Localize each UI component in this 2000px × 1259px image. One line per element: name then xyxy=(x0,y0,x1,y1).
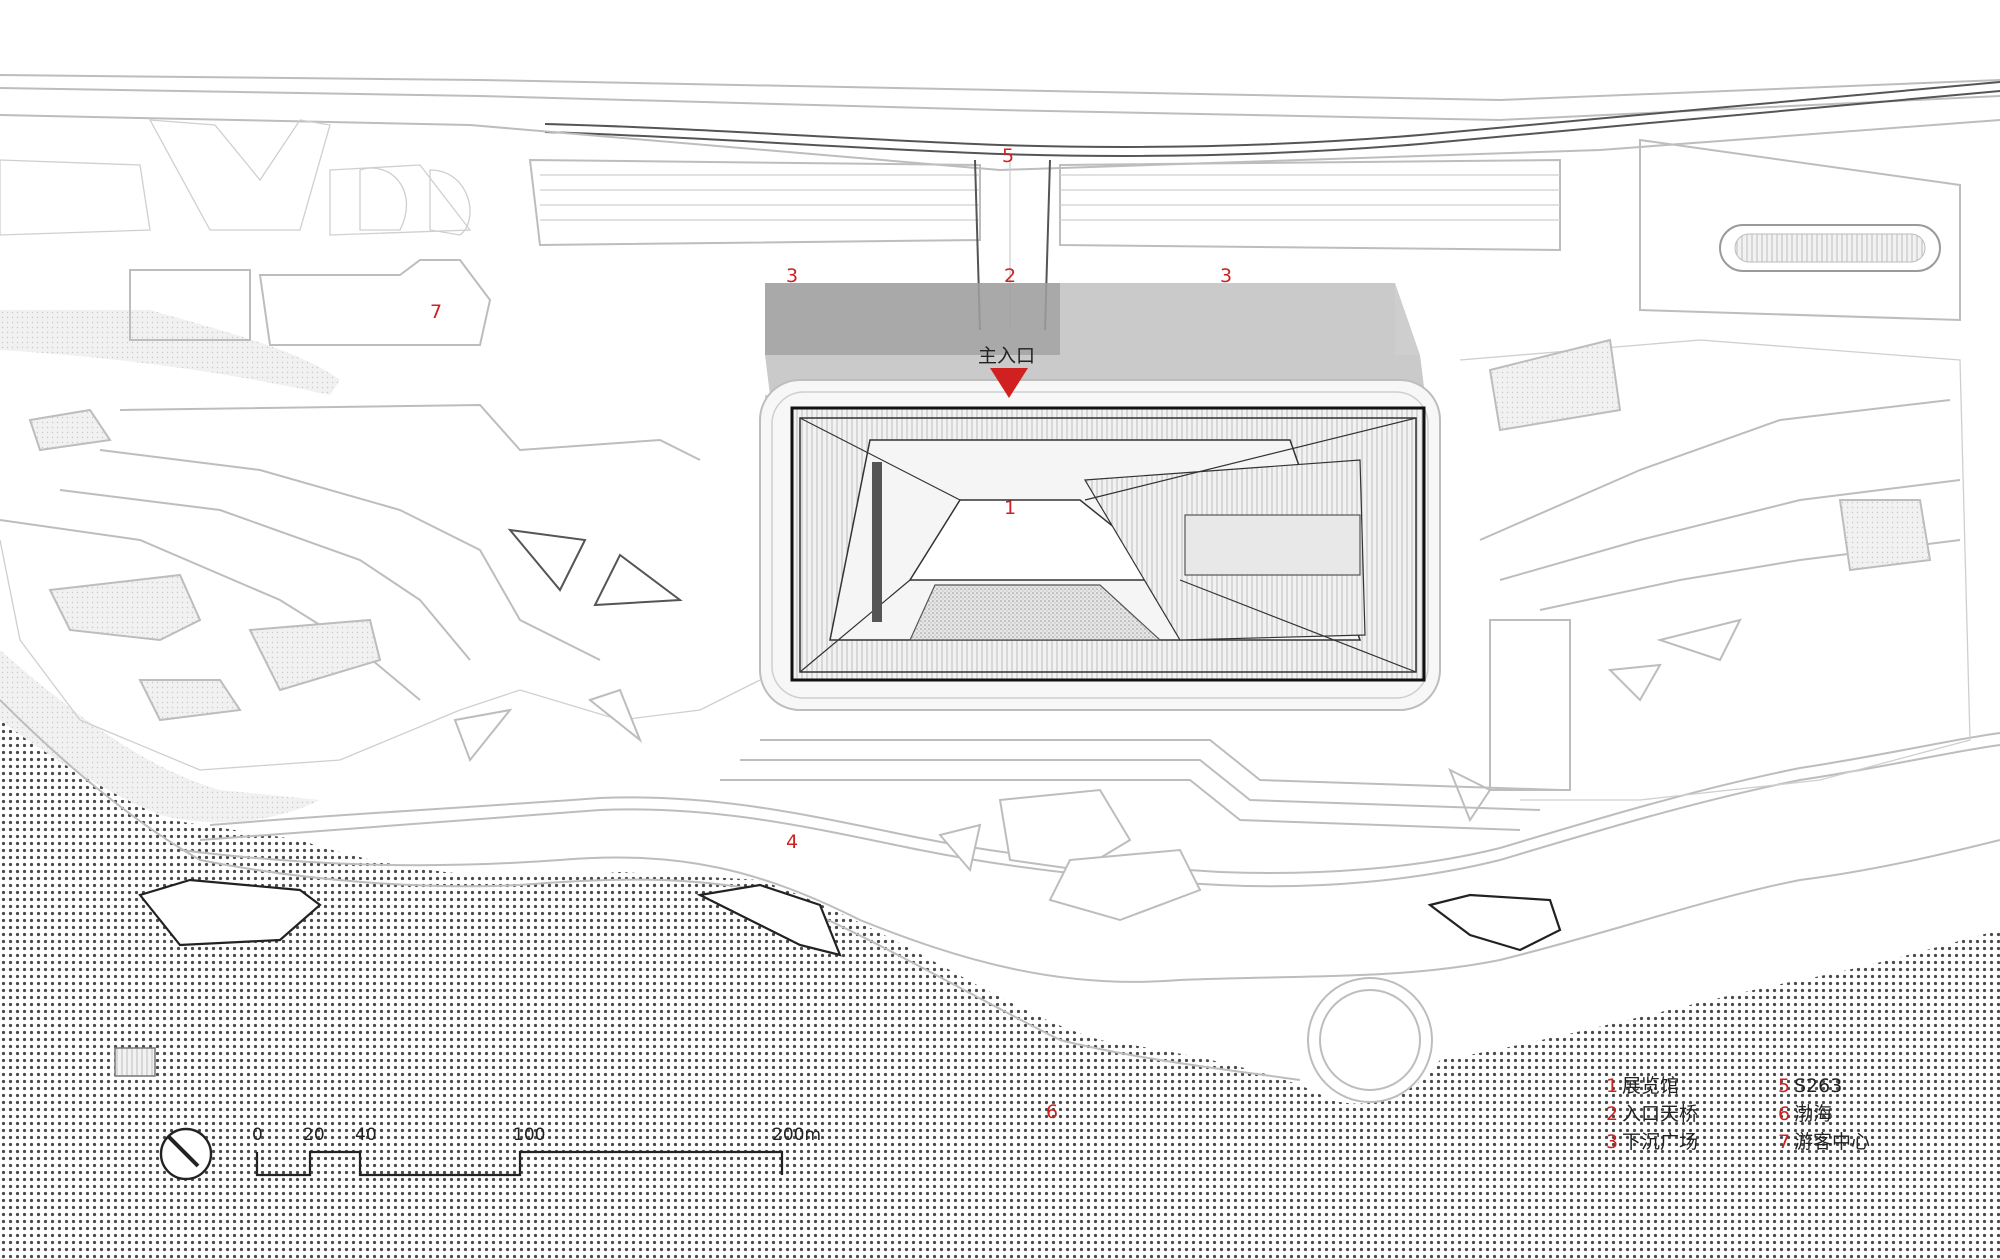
roof-block xyxy=(1184,514,1361,576)
terrace-left-2 xyxy=(99,449,601,661)
promenade-inner xyxy=(179,839,2000,983)
garden-poly-right-1 xyxy=(1838,499,1932,572)
south-plaza-poly-1 xyxy=(998,788,1132,872)
label-plaza-3-left: 3 xyxy=(786,265,798,287)
legend-num-6: 6 xyxy=(1778,1103,1790,1125)
label-bridge-2: 2 xyxy=(1004,265,1016,287)
scale-tick-20: 20 xyxy=(303,1125,325,1145)
label-visitor-center-7: 7 xyxy=(430,301,442,323)
terrace-right-outline xyxy=(1459,339,1971,801)
legend-num-5: 5 xyxy=(1778,1075,1790,1097)
hip-line-a xyxy=(799,417,961,501)
legend: 1 展览馆 2 入口天桥 3 下沉广场 5 S263 6 渤海 7 游客中心 xyxy=(1606,1075,1870,1153)
scale-tick-100: 100 xyxy=(513,1125,545,1145)
garden-poly-3 xyxy=(138,679,242,722)
triangle-feature-right-2 xyxy=(1607,663,1662,702)
ellipse-lot-left xyxy=(359,167,471,236)
legend-text-3: 下沉广场 xyxy=(1622,1131,1698,1153)
label-plaza-3-right: 3 xyxy=(1220,265,1232,287)
plaza-stripes-right xyxy=(1060,174,1560,221)
garden-poly-1 xyxy=(48,573,202,642)
label-road-5: 5 xyxy=(1002,145,1014,167)
stair-block xyxy=(114,1047,156,1077)
hip-line-d xyxy=(1179,579,1417,673)
visitor-center-outline xyxy=(258,259,492,346)
beach-strip xyxy=(0,650,320,823)
triangle-feature-3 xyxy=(453,708,513,762)
garden-poly-4 xyxy=(28,408,112,452)
triangle-feature-2 xyxy=(593,553,683,607)
scale-tick-0: 0 xyxy=(252,1125,263,1145)
legend-num-7: 7 xyxy=(1778,1131,1790,1153)
promenade-outer xyxy=(0,699,1301,1081)
garden-poly-right-2 xyxy=(1488,338,1622,432)
main-entrance-marker xyxy=(990,368,1028,398)
courtyard-gravel xyxy=(909,584,1162,641)
south-plaza-tri xyxy=(938,823,982,873)
parking-right-outer xyxy=(1639,138,1961,322)
triangle-feature-right-3 xyxy=(1448,767,1492,823)
garden-poly-2 xyxy=(248,618,382,692)
road-s263-lower xyxy=(0,114,2000,172)
stair-bar xyxy=(872,462,882,622)
label-coast-4: 4 xyxy=(786,831,798,853)
side-building xyxy=(1489,619,1571,791)
legend-num-1: 1 xyxy=(1606,1075,1618,1097)
ellipse-parking-inner xyxy=(1734,233,1926,263)
round-lookout-inner xyxy=(1319,989,1421,1091)
south-plaza-bands xyxy=(720,739,1561,831)
legend-text-7: 游客中心 xyxy=(1794,1131,1870,1153)
sea-area xyxy=(0,705,2000,1259)
ellipse-parking xyxy=(1719,224,1941,272)
legend-text-1: 展览馆 xyxy=(1622,1075,1679,1097)
north-arrow-icon xyxy=(159,1127,213,1181)
scale-tick-40: 40 xyxy=(355,1125,377,1145)
sunken-shade-edge xyxy=(1395,283,1420,355)
legend-text-6: 渤海 xyxy=(1794,1103,1832,1125)
legend-text-2: 入口天桥 xyxy=(1622,1103,1698,1125)
legend-num-2: 2 xyxy=(1606,1103,1618,1125)
sunken-shade-top-wide xyxy=(765,283,1395,355)
parking-left xyxy=(0,119,472,236)
visitor-center-lot xyxy=(129,269,251,341)
pier-right xyxy=(1427,893,1562,952)
terrace-left-1 xyxy=(119,403,701,461)
scale-tick-200m: 200m xyxy=(772,1125,821,1145)
pier-left xyxy=(138,878,322,947)
pavilion-surround-inner xyxy=(771,391,1429,699)
terrace-left-outline xyxy=(0,539,761,771)
terrace-left-3 xyxy=(59,489,471,661)
legend-num-3: 3 xyxy=(1606,1131,1618,1153)
road-s263-center-b xyxy=(544,90,2000,157)
hip-line-b xyxy=(1084,417,1417,501)
terrace-right-1 xyxy=(1479,399,1951,541)
label-sea-6: 6 xyxy=(1046,1101,1058,1123)
scale-bar: 0 20 40 100 200m xyxy=(252,1125,821,1177)
plaza-stripes-left xyxy=(540,174,980,221)
label-main-entrance: 主入口 xyxy=(978,345,1035,367)
triangle-feature-1 xyxy=(507,528,587,592)
road-s263-top-a xyxy=(0,74,2000,102)
label-hall-1: 1 xyxy=(1004,497,1016,519)
exhibition-hall-roof-inner xyxy=(799,417,1417,673)
sunken-plaza-frame-left xyxy=(528,158,981,247)
terrace-right-2 xyxy=(1499,479,1961,581)
hip-line-c xyxy=(799,579,911,673)
pier-center xyxy=(696,883,842,957)
terrace-left-4 xyxy=(0,519,421,701)
land-strip-left xyxy=(0,310,340,395)
sunken-plaza-frame-right xyxy=(1059,158,1561,252)
legend-text-5: S263 xyxy=(1794,1075,1842,1097)
road-s263-center-a xyxy=(544,81,2000,148)
south-plaza-poly-2 xyxy=(1048,848,1202,922)
triangle-feature-right-1 xyxy=(1656,618,1742,662)
triangle-feature-4 xyxy=(587,688,643,744)
